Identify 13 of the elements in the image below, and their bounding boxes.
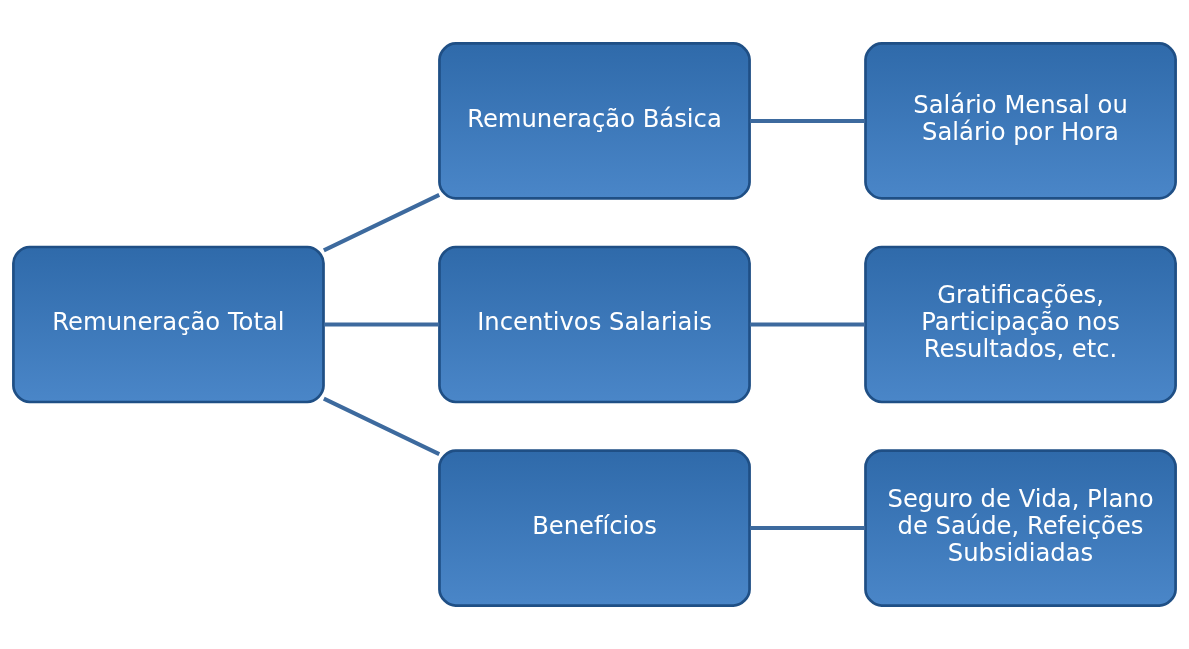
node-box: Remuneração Total <box>12 245 325 404</box>
connector <box>749 526 866 531</box>
node-box: Gratificações, Participação nos Resultados, etc. <box>864 245 1177 404</box>
connector <box>322 396 441 456</box>
connector <box>749 322 866 327</box>
node-box: Incentivos Salariais <box>438 245 751 404</box>
connector <box>322 193 441 253</box>
node-box: Seguro de Vida, Plano de Saúde, Refeições Subsidiadas <box>864 449 1177 607</box>
connector <box>749 118 866 123</box>
node-box: Salário Mensal ou Salário por Hora <box>864 42 1177 200</box>
node-box: Benefícios <box>438 449 751 607</box>
node-box: Remuneração Básica <box>438 42 751 200</box>
connector <box>323 322 440 327</box>
